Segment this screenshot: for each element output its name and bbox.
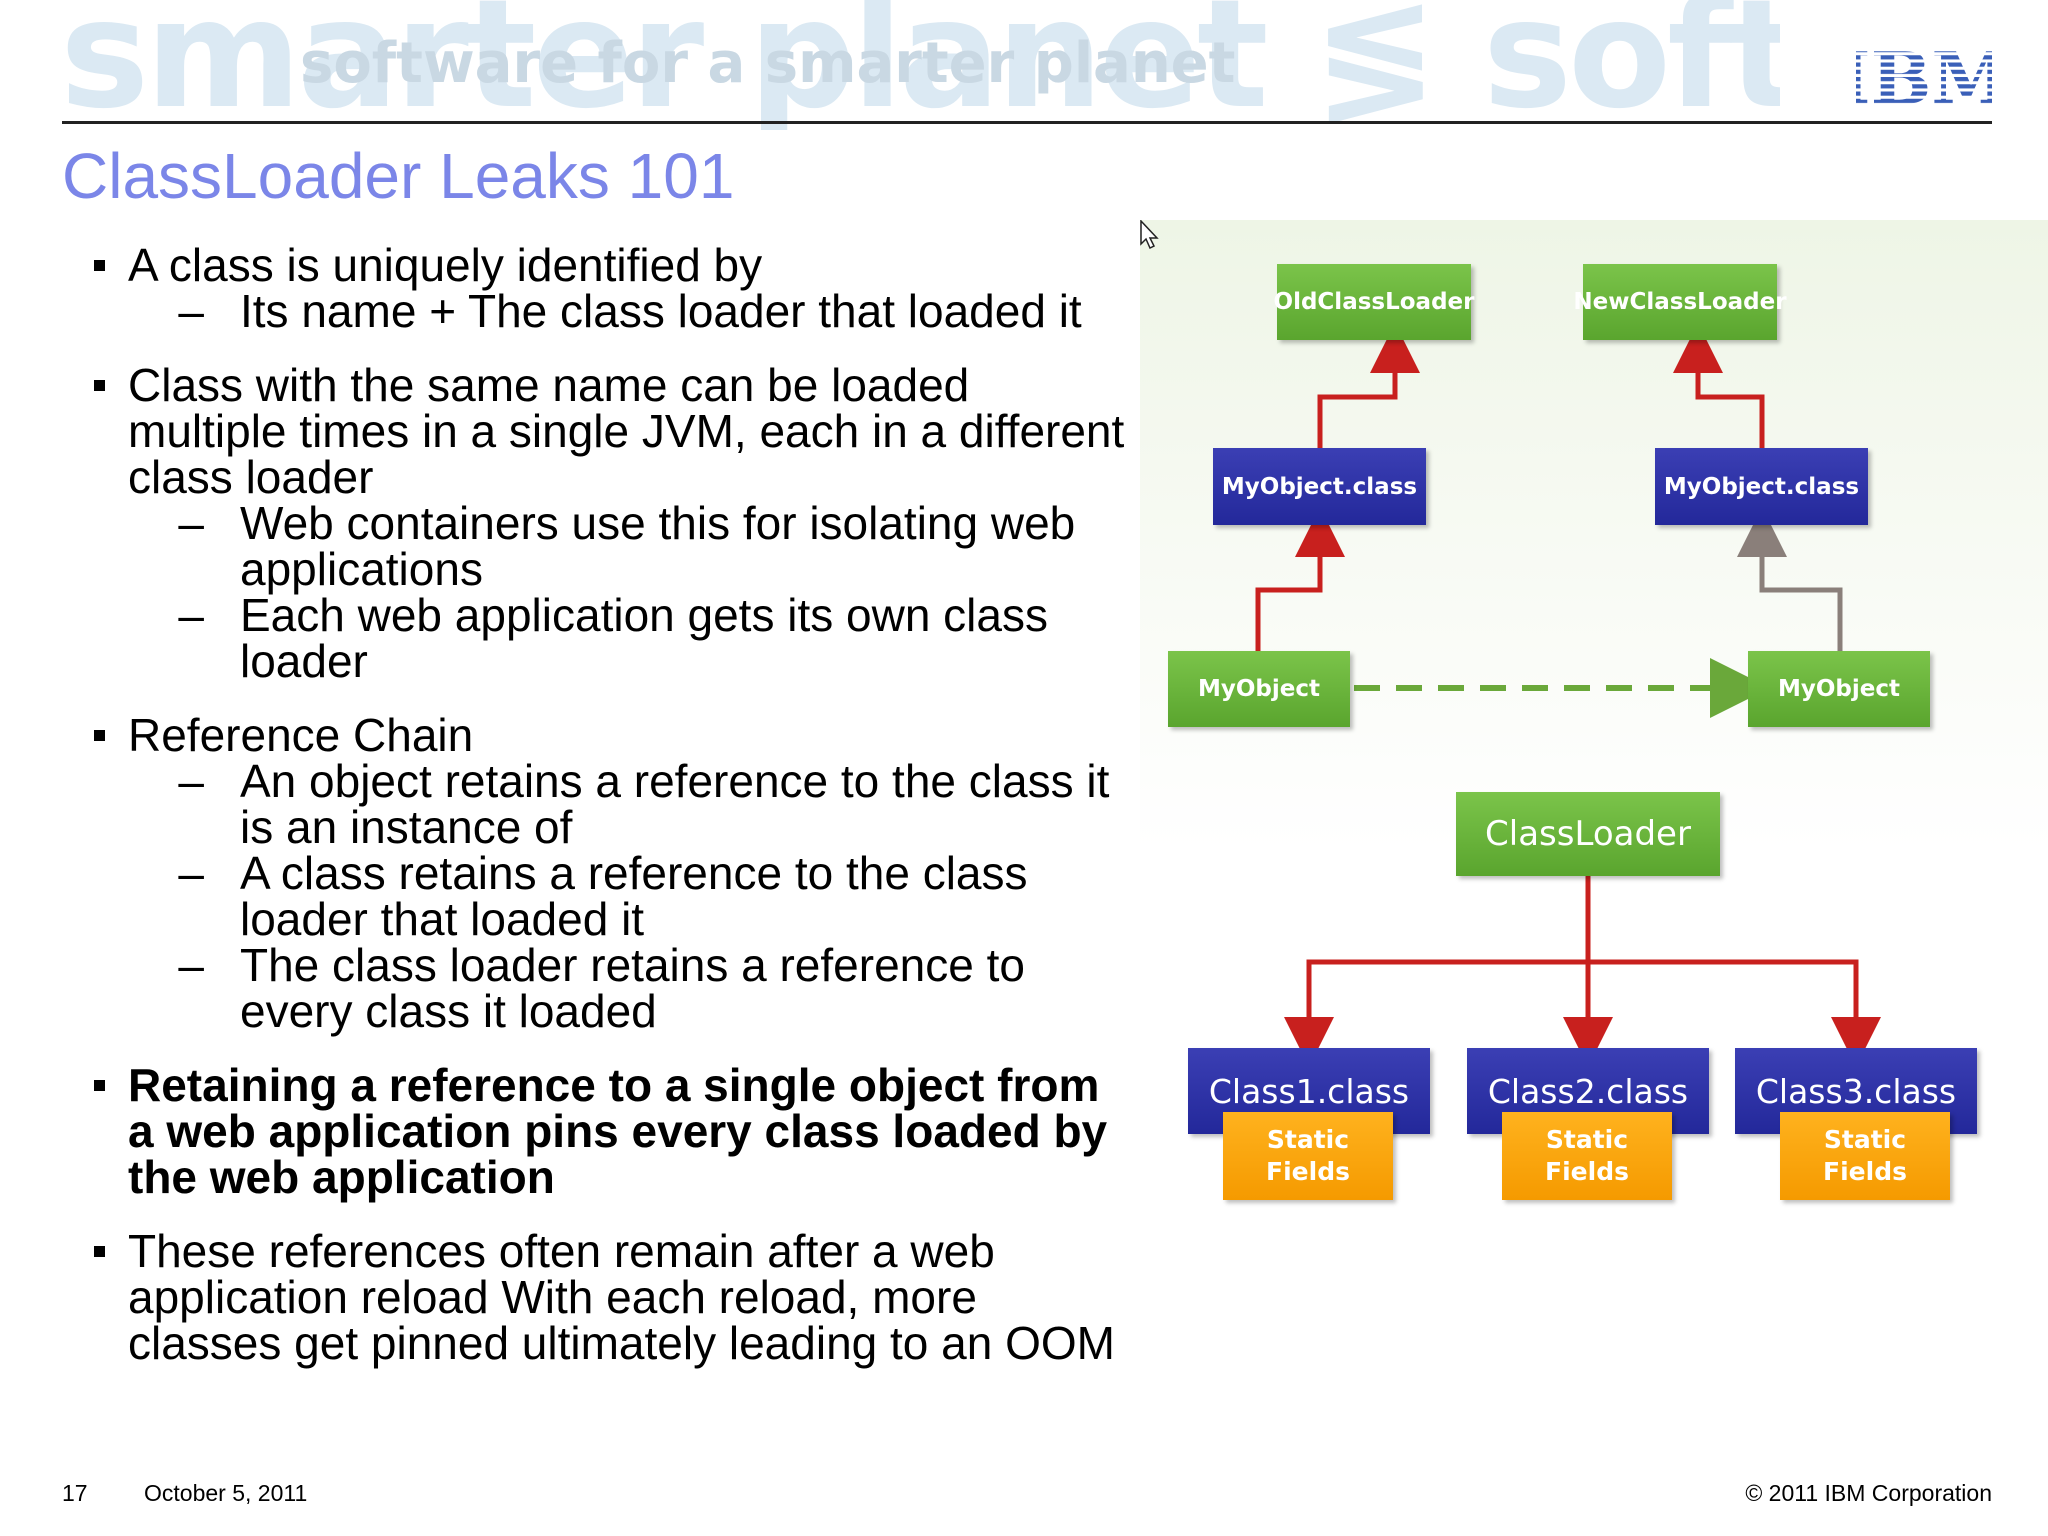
class3-label: Class3.class — [1755, 1072, 1957, 1111]
bullet-3: Reference Chain – An object retains a re… — [90, 712, 1130, 1034]
sub-bullet-text: Its name + The class loader that loaded … — [240, 285, 1082, 337]
bullet-5: These references often remain after a we… — [90, 1228, 1130, 1366]
sub-bullet-text: A class retains a reference to the class… — [240, 847, 1028, 945]
bullet-4: Retaining a reference to a single object… — [90, 1062, 1130, 1200]
node-static-fields-2: Static Fields — [1502, 1112, 1672, 1200]
footer-page-number: 17 — [62, 1480, 88, 1506]
bullet-square-icon — [94, 260, 105, 271]
bullet-text: A class is uniquely identified by — [128, 239, 763, 291]
node-myobject-left: MyObject — [1168, 651, 1350, 727]
sub-bullet: – Web containers use this for isolating … — [178, 497, 1076, 595]
sub-bullet-text: An object retains a reference to the cla… — [240, 755, 1110, 853]
class1-label: Class1.class — [1208, 1072, 1410, 1111]
bullet-square-icon — [94, 1080, 105, 1091]
bullet-square-icon — [94, 1246, 105, 1257]
node-static-fields-1: Static Fields — [1223, 1112, 1393, 1200]
slide-title: ClassLoader Leaks 101 — [62, 140, 735, 212]
bullet-text: Reference Chain — [128, 709, 474, 761]
node-static-fields-3: Static Fields — [1780, 1112, 1950, 1200]
node-myobject-right: MyObject — [1748, 651, 1930, 727]
node-newclassloader: NewClassLoader — [1573, 264, 1787, 340]
footer-date: October 5, 2011 — [144, 1480, 308, 1506]
node-classloader: ClassLoader — [1456, 792, 1720, 876]
banner-watermark: smarter planet ≶ soft software for a sma… — [60, 0, 1780, 130]
header-rule — [62, 121, 1992, 124]
classloader-diagram: OldClassLoader NewClassLoader MyObject.c… — [1140, 220, 2048, 1270]
bullet-square-icon — [94, 380, 105, 391]
sub-bullet: – Its name + The class loader that loade… — [178, 285, 1082, 337]
bullet-text: Class with the same name can be loaded m… — [128, 359, 1125, 503]
footer-copyright: © 2011 IBM Corporation — [1745, 1480, 1992, 1506]
sub-bullet: – An object retains a reference to the c… — [178, 755, 1110, 853]
banner-watermark-big: smarter planet ≶ soft — [60, 0, 1780, 130]
node-oldclassloader: OldClassLoader — [1274, 264, 1474, 340]
bullet-1: A class is uniquely identified by – Its … — [90, 242, 1130, 334]
diagram-connectors — [1255, 323, 1881, 1067]
ibm-logo-text: IBM — [1856, 48, 1992, 106]
node-myobject-class-left: MyObject.class — [1213, 448, 1426, 525]
sub-bullet-text: The class loader retains a reference to … — [240, 939, 1025, 1037]
sub-bullet-text: Web containers use this for isolating we… — [240, 497, 1076, 595]
bullet-text: Retaining a reference to a single object… — [128, 1059, 1108, 1203]
sub-bullet-text: Each web application gets its own class … — [240, 589, 1048, 687]
arrow-object-to-class-right — [1737, 507, 1843, 652]
class2-label: Class2.class — [1487, 1072, 1689, 1111]
ibm-logo: IBM — [1856, 48, 1992, 106]
arrow-class-to-newloader — [1673, 323, 1765, 448]
bullet-2: Class with the same name can be loaded m… — [90, 362, 1130, 684]
banner-watermark-sub: software for a smarter planet — [300, 31, 1236, 96]
bullet-square-icon — [94, 730, 105, 741]
mouse-cursor-icon — [1140, 220, 1159, 250]
sub-bullet: – Each web application gets its own clas… — [178, 589, 1048, 687]
bullet-text: These references often remain after a we… — [128, 1225, 1115, 1369]
slide-content: A class is uniquely identified by – Its … — [90, 242, 1130, 1394]
arrow-class-to-oldloader — [1317, 323, 1420, 448]
arrow-loader-to-class1 — [1284, 959, 1588, 1067]
sub-bullet: – A class retains a reference to the cla… — [178, 847, 1028, 945]
node-myobject-class-right: MyObject.class — [1655, 448, 1868, 525]
arrow-loader-to-class3 — [1588, 959, 1881, 1067]
arrow-object-to-class-left — [1255, 507, 1345, 652]
sub-bullet: – The class loader retains a reference t… — [178, 939, 1025, 1037]
